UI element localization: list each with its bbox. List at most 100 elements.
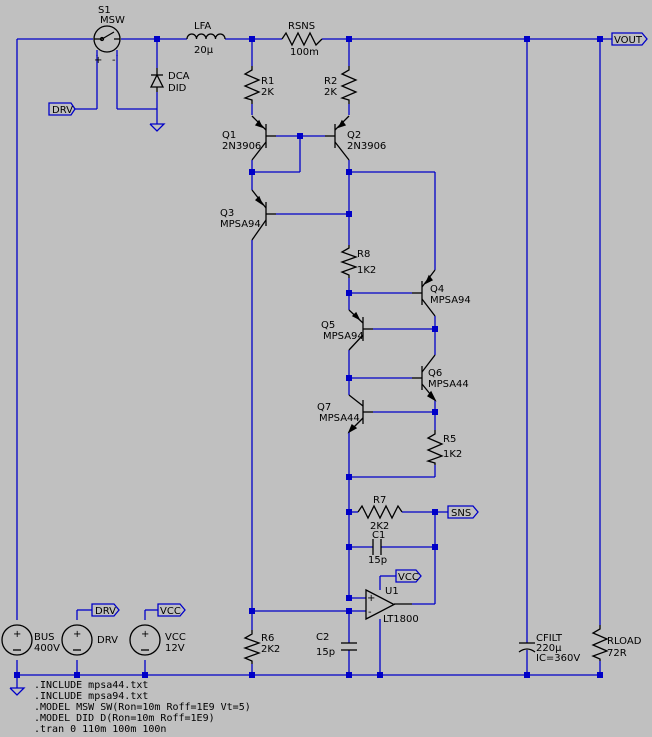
vcc-value: 12V (165, 643, 185, 654)
capacitor-c1[interactable]: C1 15p (368, 530, 387, 566)
net-label-vcc-source[interactable]: VCC (157, 603, 186, 617)
junction-dots (14, 36, 603, 678)
transistor-q2[interactable]: Q2 2N3906 (325, 115, 386, 161)
c1-ref: C1 (372, 530, 385, 541)
transistor-q6[interactable]: Q6 MPSA44 (412, 354, 469, 402)
directive-line: .INCLUDE mpsa44.txt (34, 680, 148, 691)
c1-value: 15p (368, 555, 387, 566)
net-label-sns[interactable]: SNS (447, 505, 479, 519)
svg-text:SNS: SNS (451, 508, 471, 519)
net-label-vout[interactable]: VOUT (611, 32, 648, 46)
svg-text:VCC: VCC (398, 572, 419, 583)
q4-ref: Q4 (430, 284, 444, 295)
ground-symbol (149, 120, 166, 132)
r1-ref: R1 (261, 76, 274, 87)
c2-ref: C2 (316, 632, 329, 643)
bus-ref: BUS (34, 632, 55, 643)
directive-line: .tran 0 110m 100m 100n (34, 724, 166, 735)
rsns-ref: RSNS (288, 21, 315, 32)
q5-ref: Q5 (321, 320, 335, 331)
resistor-r1[interactable]: R1 2K (243, 66, 274, 104)
r7-value: 2K2 (370, 521, 389, 532)
voltage-source-bus[interactable]: + BUS 400V (1, 624, 60, 656)
resistor-r7[interactable]: R7 2K2 (357, 495, 403, 532)
cfilt-ref: CFILT (536, 633, 563, 644)
resistor-r6[interactable]: R6 2K2 (243, 630, 280, 664)
switch-s1[interactable]: + - S1 MSW (93, 5, 125, 66)
svg-text:VOUT: VOUT (614, 35, 643, 46)
s1-value: MSW (100, 15, 125, 26)
s1-ref: S1 (98, 5, 111, 16)
resistor-r8[interactable]: R8 1K2 (340, 245, 376, 278)
dca-ref: DCA (168, 71, 190, 82)
rload-ref: RLOAD (607, 636, 642, 647)
c2-value: 15p (316, 647, 335, 658)
directive-line: .MODEL DID D(Ron=10m Roff=1E9) (34, 713, 215, 724)
r8-value: 1K2 (357, 265, 376, 276)
directive-line: .MODEL MSW SW(Ron=10m Roff=1E9 Vt=5) (34, 702, 251, 713)
transistor-q7[interactable]: Q7 MPSA44 (317, 394, 373, 434)
u1-value: LT1800 (383, 614, 419, 625)
q1-value: 2N3906 (222, 141, 261, 152)
net-label-vcc-u1[interactable]: VCC (395, 569, 422, 583)
resistor-r5[interactable]: R5 1K2 (425, 430, 462, 465)
spice-directives[interactable]: .INCLUDE mpsa44.txt .INCLUDE mpsa94.txt … (34, 680, 251, 735)
dca-value: DID (168, 83, 187, 94)
r2-value: 2K (324, 87, 337, 98)
voltage-source-drv[interactable]: + DRV (61, 624, 118, 656)
diode-dca[interactable]: DCA DID (149, 68, 190, 94)
q2-value: 2N3906 (347, 141, 386, 152)
rsns-value: 100m (290, 47, 319, 58)
vcc-plus: + (141, 629, 149, 640)
q5-value: MPSA94 (323, 331, 364, 342)
r6-value: 2K2 (261, 644, 280, 655)
q7-value: MPSA44 (319, 413, 360, 424)
svg-text:VCC: VCC (160, 606, 181, 617)
q6-value: MPSA44 (428, 379, 469, 390)
transistor-q5[interactable]: Q5 MPSA94 (321, 309, 373, 351)
s1-plus-pin: + (94, 55, 102, 66)
q6-ref: Q6 (428, 368, 442, 379)
directive-line: .INCLUDE mpsa94.txt (34, 691, 148, 702)
wires (16, 38, 612, 685)
svg-text:DRV: DRV (52, 105, 73, 116)
r2-ref: R2 (324, 76, 337, 87)
s1-minus-pin: - (112, 55, 116, 66)
resistor-rload[interactable]: RLOAD 72R (591, 625, 642, 661)
resistor-rsns[interactable]: RSNS 100m (281, 21, 323, 58)
transistor-q1[interactable]: Q1 2N3906 (222, 115, 276, 161)
transistor-q4[interactable]: Q4 MPSA94 (412, 269, 471, 317)
drv-plus: + (73, 629, 81, 640)
r5-value: 1K2 (443, 449, 462, 460)
bus-value: 400V (34, 643, 60, 654)
lfa-value: 20µ (194, 45, 214, 56)
r7-ref: R7 (373, 495, 386, 506)
transistor-q3[interactable]: Q3 MPSA94 (220, 189, 276, 241)
capacitor-cfilt[interactable]: CFILT 220µ IC=360V (518, 633, 580, 664)
drv-ref: DRV (97, 635, 118, 646)
lfa-ref: LFA (194, 21, 211, 32)
q7-ref: Q7 (317, 402, 331, 413)
q3-ref: Q3 (220, 208, 234, 219)
resistor-r2[interactable]: R2 2K (324, 66, 358, 104)
r8-ref: R8 (357, 249, 370, 260)
capacitor-c2[interactable]: C2 15p (316, 632, 357, 658)
net-label-drv-source[interactable]: DRV (91, 603, 120, 617)
u1-ref: U1 (385, 586, 399, 597)
u1-minus-pin: - (368, 607, 372, 618)
opamp-u1[interactable]: + - U1 LT1800 (365, 586, 419, 625)
cfilt-value: 220µ (536, 643, 562, 654)
inductor-lfa[interactable]: LFA 20µ (186, 21, 226, 56)
svg-text:DRV: DRV (95, 606, 116, 617)
q3-value: MPSA94 (220, 219, 261, 230)
q2-ref: Q2 (347, 130, 361, 141)
u1-plus-pin: + (367, 593, 375, 604)
r6-ref: R6 (261, 633, 274, 644)
voltage-source-vcc[interactable]: + VCC 12V (129, 624, 186, 656)
rload-value: 72R (607, 648, 627, 659)
ground-symbol-main (9, 685, 26, 696)
vcc-ref: VCC (165, 632, 186, 643)
net-label-drv-switch[interactable]: DRV (48, 102, 76, 116)
q4-value: MPSA94 (430, 295, 471, 306)
